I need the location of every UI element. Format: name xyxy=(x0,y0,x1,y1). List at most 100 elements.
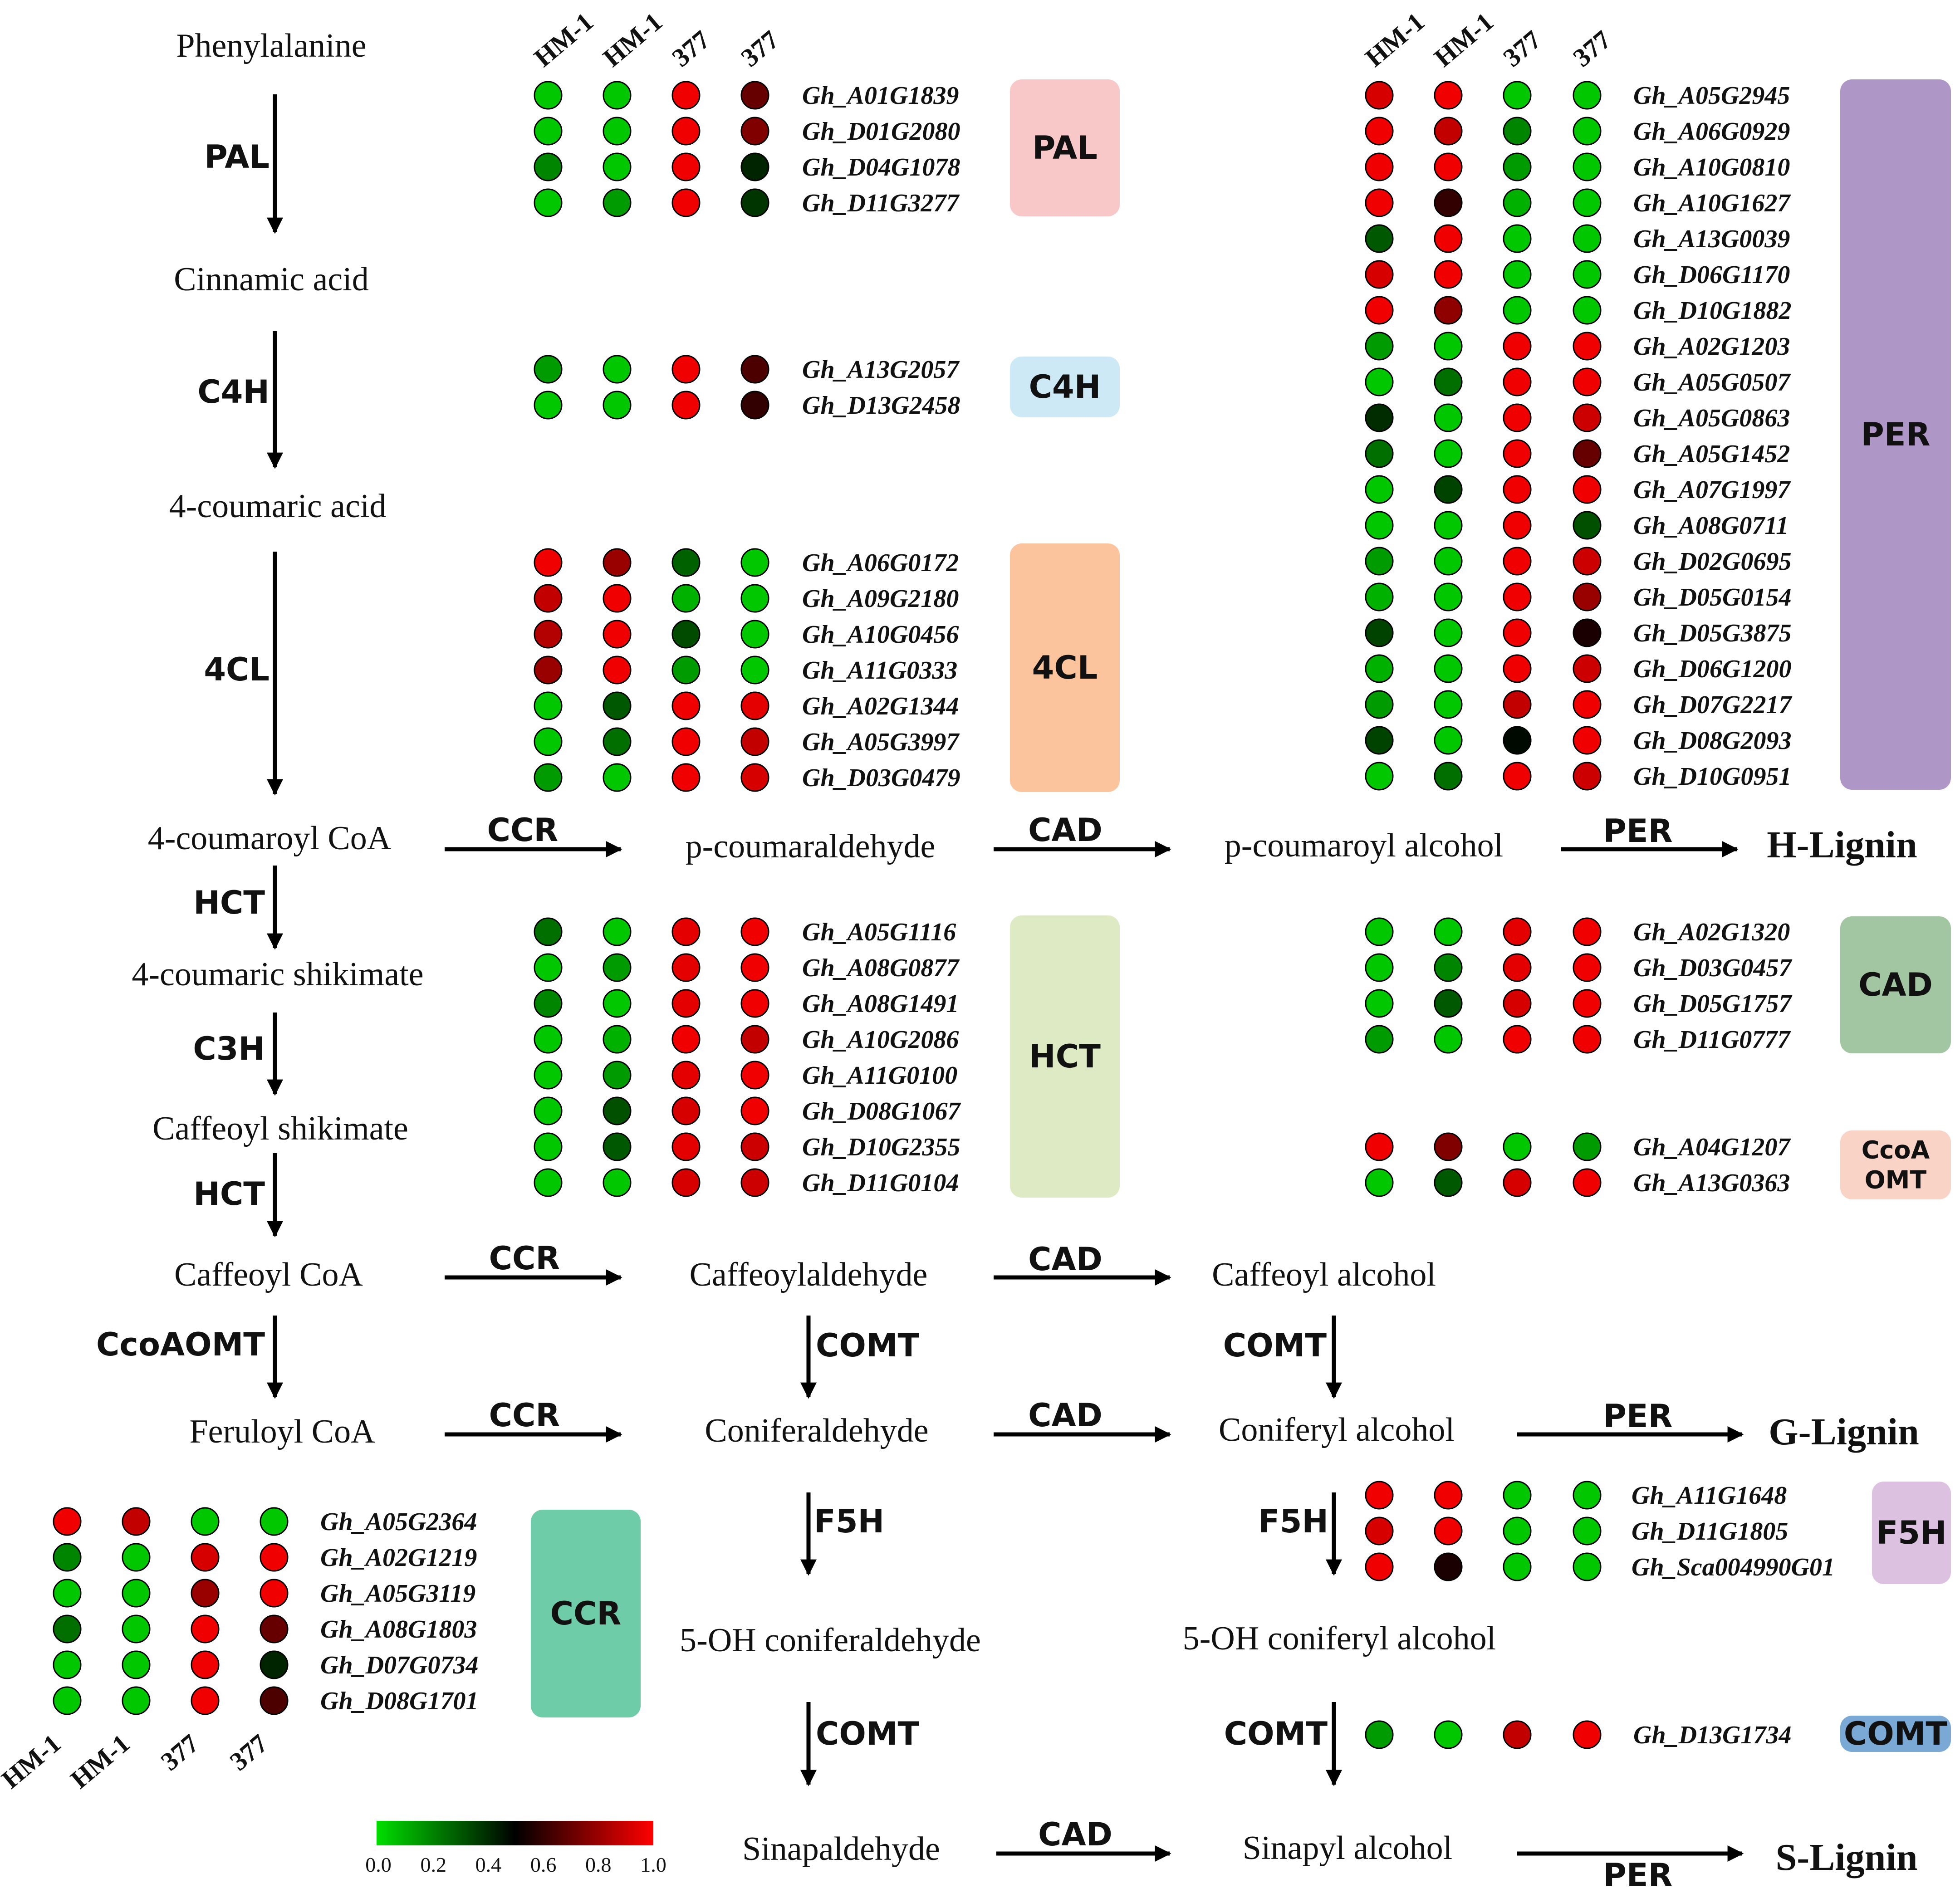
heatmap-cell xyxy=(53,1650,82,1679)
heatmap-cell xyxy=(1365,1168,1394,1197)
heatmap-cell xyxy=(740,584,769,613)
heatmap-cell xyxy=(1503,81,1532,110)
heatmap-cell xyxy=(1365,117,1394,146)
gene-name: Gh_A05G3997 xyxy=(802,728,960,756)
enzyme-label-pal: PAL xyxy=(204,138,270,176)
heatmap-cell xyxy=(603,1025,632,1054)
heatmap-cell xyxy=(534,1096,563,1125)
heatmap-cell xyxy=(671,1132,701,1161)
heatmap-cell xyxy=(1573,1481,1602,1510)
heatmap-cell xyxy=(1365,1720,1394,1749)
gene-name: Gh_A10G2086 xyxy=(802,1026,959,1054)
heatmap-cell xyxy=(191,1507,220,1536)
gene-name: Gh_D11G1805 xyxy=(1632,1517,1788,1546)
enzyme-label-f5h-right: F5H xyxy=(1258,1503,1328,1540)
enzyme-box-hct xyxy=(1010,915,1120,1198)
gene-name: Gh_A08G0877 xyxy=(802,954,960,982)
heatmap-cell xyxy=(534,81,563,110)
gene-name: Gh_A05G0863 xyxy=(1633,404,1790,432)
gene-name: Gh_A02G1219 xyxy=(320,1544,477,1572)
sample-header: 377 xyxy=(224,1728,273,1776)
heatmap-cell xyxy=(1503,762,1532,791)
enzyme-box-label-f5h: F5H xyxy=(1876,1514,1946,1551)
gene-name: Gh_A13G2057 xyxy=(802,356,960,384)
enzyme-label-comt-middle-1: COMT xyxy=(816,1327,920,1364)
enzyme-box-f5h xyxy=(1872,1482,1951,1584)
gene-name: Gh_D06G1200 xyxy=(1633,655,1791,683)
heatmap-cell xyxy=(1573,367,1602,396)
heatmap-cell xyxy=(534,989,563,1018)
metabolite-phenylalanine: Phenylalanine xyxy=(176,27,366,64)
heatmap-cell xyxy=(740,355,769,384)
heatmap-cell xyxy=(603,1061,632,1090)
gene-name: Gh_D04G1078 xyxy=(802,153,960,181)
heatmap-cell xyxy=(1365,582,1394,611)
heatmap-cell xyxy=(603,953,632,982)
heatmap-group-cad: CADGh_A02G1320Gh_D03G0457Gh_D05G1757Gh_D… xyxy=(1365,916,1951,1054)
heatmap-cell xyxy=(534,391,563,420)
heatmap-cell xyxy=(671,152,701,181)
gene-name: Gh_A07G1997 xyxy=(1633,476,1791,504)
sample-header: 377 xyxy=(155,1728,204,1776)
heatmap-cell xyxy=(1573,403,1602,432)
product-g-lignin: G-Lignin xyxy=(1769,1411,1919,1453)
gene-name: Gh_D05G1757 xyxy=(1633,990,1792,1018)
heatmap-cell xyxy=(1503,953,1532,982)
heatmap-cell xyxy=(1434,81,1463,110)
heatmap-cell xyxy=(671,391,701,420)
gene-name: Gh_D03G0479 xyxy=(802,764,960,792)
heatmap-cell xyxy=(1503,152,1532,181)
legend-tick-label: 0.4 xyxy=(475,1853,502,1876)
heatmap-cell xyxy=(603,763,632,792)
gene-name: Gh_D07G0734 xyxy=(320,1651,478,1679)
heatmap-cell xyxy=(1365,475,1394,504)
heatmap-cell xyxy=(1573,618,1602,647)
gene-name: Gh_A05G2364 xyxy=(320,1508,477,1536)
metabolite-p-coumaraldehyde: p-coumaraldehyde xyxy=(686,828,936,865)
enzyme-box-4cl xyxy=(1010,543,1120,792)
heatmap-cell xyxy=(1503,1168,1532,1197)
gene-name: Gh_Sca004990G01 xyxy=(1632,1553,1835,1581)
heatmap-cell xyxy=(53,1579,82,1608)
heatmap-cell xyxy=(740,917,769,946)
metabolite-cinnamic-acid: Cinnamic acid xyxy=(174,261,368,298)
heatmap-group-hct: HCTGh_A05G1116Gh_A08G0877Gh_A08G1491Gh_A… xyxy=(534,915,1120,1198)
heatmap-cell xyxy=(1503,1720,1532,1749)
product-s-lignin: S-Lignin xyxy=(1776,1836,1918,1878)
heatmap-cell xyxy=(740,989,769,1018)
heatmap-cell xyxy=(260,1650,289,1679)
heatmap-cell xyxy=(740,1168,769,1197)
heatmap-cell xyxy=(1503,1552,1532,1581)
heatmap-cell xyxy=(603,727,632,756)
heatmap-cell xyxy=(1365,367,1394,396)
enzyme-box-cad xyxy=(1840,916,1951,1053)
heatmap-cell xyxy=(191,1579,220,1608)
enzyme-box-label-ccr: CCR xyxy=(550,1595,622,1632)
heatmap-cell xyxy=(740,1096,769,1125)
heatmap-cell xyxy=(534,355,563,384)
product-h-lignin: H-Lignin xyxy=(1767,824,1917,866)
heatmap-cell xyxy=(1365,1132,1394,1161)
heatmap-cell xyxy=(603,1096,632,1125)
heatmap-cell xyxy=(1365,260,1394,289)
heatmap-cell xyxy=(1503,475,1532,504)
sample-header: HM-1 xyxy=(1429,7,1499,73)
gene-name: Gh_D08G2093 xyxy=(1633,727,1791,755)
heatmap-cell xyxy=(1573,1025,1602,1054)
heatmap-cell xyxy=(534,117,563,146)
heatmap-cell xyxy=(1573,547,1602,576)
heatmap-cell xyxy=(1573,1516,1602,1546)
enzyme-label-comt-middle-2: COMT xyxy=(816,1715,920,1752)
heatmap-cell xyxy=(1434,1516,1463,1546)
heatmap-cell xyxy=(671,81,701,110)
heatmap-cell xyxy=(260,1686,289,1715)
heatmap-cell xyxy=(671,620,701,649)
enzyme-box-pal xyxy=(1010,79,1120,216)
enzyme-label-c3h: C3H xyxy=(193,1030,265,1067)
heatmap-cell xyxy=(603,620,632,649)
heatmap-cell xyxy=(671,188,701,217)
heatmap-cell xyxy=(1365,762,1394,791)
heatmap-cell xyxy=(191,1650,220,1679)
heatmap-cell xyxy=(534,917,563,946)
